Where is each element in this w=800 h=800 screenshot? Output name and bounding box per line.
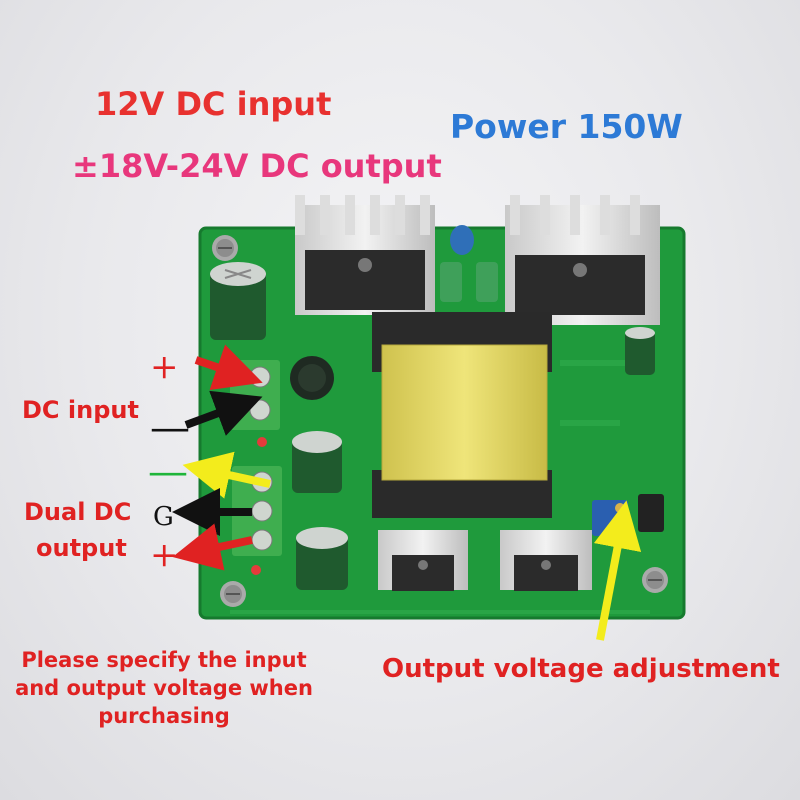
- heatsink-bottom-right: [500, 530, 592, 591]
- power-rating-caption: Power 150W: [450, 107, 683, 146]
- arrow-black-input-minus: [184, 390, 263, 436]
- purchase-note: Please specify the input and output volt…: [15, 648, 313, 728]
- arrow-red-output-plus: [172, 523, 253, 571]
- capacitor-large: [210, 262, 266, 340]
- input-voltage-caption: 12V DC input: [95, 85, 332, 123]
- screw-top-left: [212, 235, 238, 261]
- transformer: [372, 312, 552, 518]
- arrow-yellow-adjust: [593, 500, 642, 641]
- heatsink-right: [505, 195, 660, 325]
- dual-dc-output-label: output: [36, 534, 127, 562]
- adjustment-caption: Output voltage adjustment: [382, 654, 780, 684]
- capacitor-bottom: [296, 527, 348, 590]
- heatsink-left: [295, 195, 435, 315]
- screw-bottom-left: [220, 581, 246, 607]
- screw-bottom-right: [642, 567, 668, 593]
- dc-input-label: DC input: [22, 396, 139, 424]
- capacitor-mid: [292, 431, 342, 493]
- arrow-yellow-output-minus: [182, 451, 271, 499]
- arrow-red-input-plus: [194, 344, 263, 390]
- output-plus-symbol: +: [150, 535, 179, 575]
- output-voltage-caption: ±18V-24V DC output: [72, 147, 442, 185]
- heatsink-bottom-left: [378, 530, 468, 591]
- dual-dc-label: Dual DC: [24, 498, 132, 526]
- output-ground-symbol: G: [153, 502, 174, 532]
- output-minus-symbol: —: [148, 449, 188, 495]
- input-minus-symbol: —: [150, 405, 190, 451]
- input-plus-symbol: +: [150, 347, 179, 387]
